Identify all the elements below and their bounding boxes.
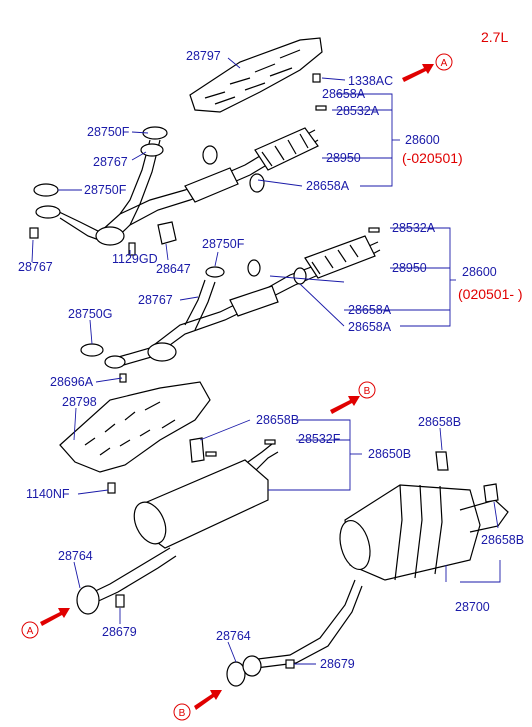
part-label-28600: 28600: [405, 133, 440, 147]
part-label-28750f: 28750F: [87, 125, 130, 139]
center-muffler: [76, 437, 279, 615]
part-label-28658b: 28658B: [256, 413, 299, 427]
part-label-1129gd: 1129GD: [112, 252, 158, 266]
part-label-28600: 28600: [462, 265, 497, 279]
ref-a-top: A: [435, 53, 453, 71]
part-label-28658a: 28658A: [322, 87, 366, 101]
svg-text:B: B: [364, 386, 371, 397]
part-label-28658a: 28658A: [348, 303, 392, 317]
part-label-28700: 28700: [455, 600, 490, 614]
ref-b-mid: B: [358, 381, 376, 399]
part-label-28950: 28950: [326, 151, 361, 165]
part-label-28658b: 28658B: [418, 415, 461, 429]
leader-lines: [31, 57, 501, 665]
part-label-28532f: 28532F: [298, 432, 341, 446]
arrow-to-b-mid: [330, 396, 360, 414]
part-label-1338ac: 1338AC: [348, 74, 393, 88]
svg-text:B: B: [179, 708, 186, 719]
engine-label: 2.7L: [481, 29, 508, 45]
part-label-28750g: 28750G: [68, 307, 112, 321]
ref-b-bottom: B: [173, 703, 191, 721]
part-label-28679: 28679: [320, 657, 355, 671]
part-label-28696a: 28696A: [50, 375, 94, 389]
part-date-range: (-020501): [402, 150, 463, 166]
ref-a-bottom: A: [21, 621, 39, 639]
front-pipe-upper: [29, 105, 327, 256]
part-label-28658b: 28658B: [481, 533, 524, 547]
part-label-28798: 28798: [62, 395, 97, 409]
part-label-28532a: 28532A: [336, 104, 380, 118]
svg-text:A: A: [441, 58, 448, 69]
main-muffler: [226, 451, 509, 687]
part-label-28764: 28764: [58, 549, 93, 563]
part-label-28658a: 28658A: [348, 320, 392, 334]
part-label-28797: 28797: [186, 49, 221, 63]
part-label-28950: 28950: [392, 261, 427, 275]
part-label-28767: 28767: [18, 260, 53, 274]
part-label-28679: 28679: [102, 625, 137, 639]
part-label-28658a: 28658A: [306, 179, 350, 193]
arrow-to-a-top: [402, 64, 434, 82]
part-label-28647: 28647: [156, 262, 191, 276]
heat-shield-upper: [189, 37, 323, 113]
part-label-1140nf: 1140NF: [26, 487, 70, 501]
part-label-28650b: 28650B: [368, 447, 411, 461]
bolt-1338ac: [312, 73, 321, 83]
svg-text:A: A: [27, 626, 34, 637]
part-label-28750f: 28750F: [202, 237, 245, 251]
part-label-28767: 28767: [138, 293, 173, 307]
part-label-28764: 28764: [216, 629, 251, 643]
part-label-28532a: 28532A: [392, 221, 436, 235]
front-pipe-lower: [80, 227, 381, 383]
arrow-from-b-bottom: [194, 690, 222, 710]
heat-shield-lower: [59, 381, 211, 494]
part-label-28750f: 28750F: [84, 183, 127, 197]
arrow-from-a-bottom: [40, 608, 70, 626]
part-date-range: (020501- ): [458, 286, 523, 302]
part-label-28767: 28767: [93, 155, 128, 169]
